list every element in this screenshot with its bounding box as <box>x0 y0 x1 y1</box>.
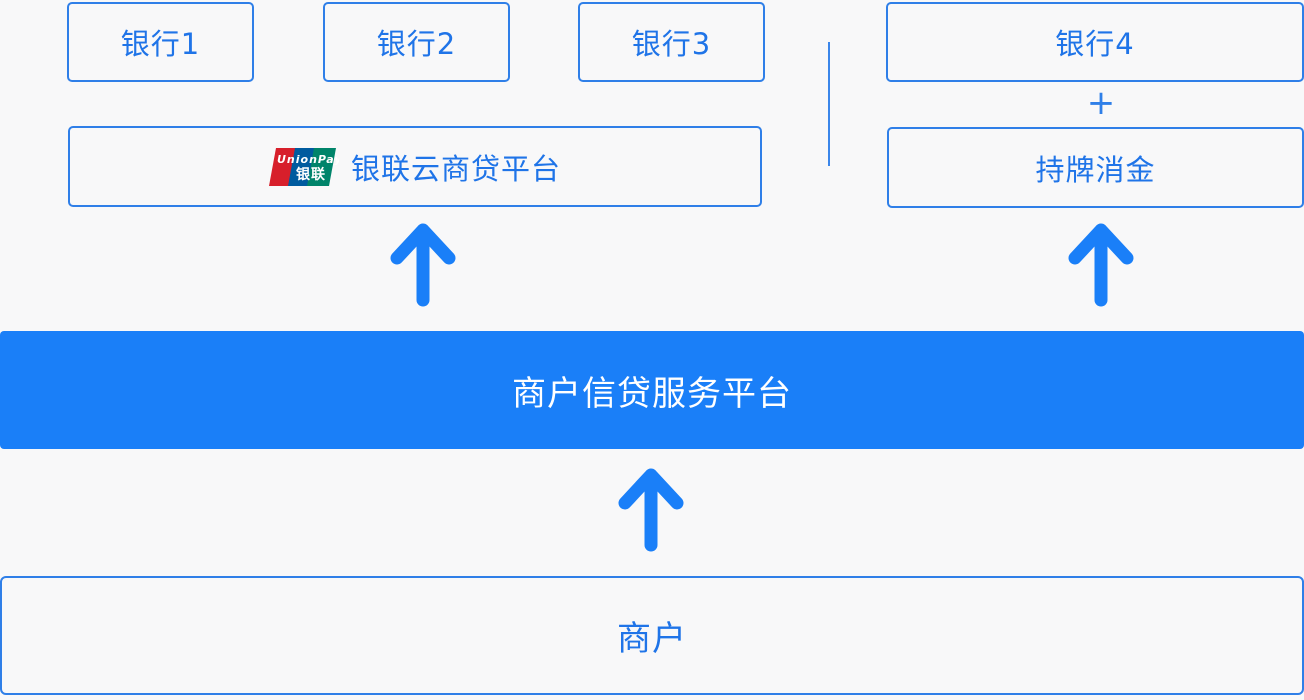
merchant-box: 商户 <box>0 576 1304 695</box>
unionpay-platform-content: UnionPay 银联 银联云商贷平台 <box>268 146 561 188</box>
bank-3-box: 银行3 <box>578 2 765 82</box>
plus-connector: + <box>1086 83 1116 123</box>
bank-2-label: 银行2 <box>376 27 457 61</box>
bank-2-box: 银行2 <box>323 2 510 82</box>
unionpay-logo-text-en: UnionPay <box>277 153 339 166</box>
up-arrow-icon <box>1068 223 1134 307</box>
bank-4-box: 银行4 <box>886 2 1304 82</box>
bank-1-box: 银行1 <box>67 2 254 82</box>
unionpay-logo-icon: UnionPay 银联 <box>268 147 339 186</box>
bank-3-label: 银行3 <box>631 27 712 61</box>
merchant-credit-service-platform-label: 商户信贷服务平台 <box>512 373 792 414</box>
unionpay-logo-text-cn: 银联 <box>296 166 326 183</box>
vertical-divider <box>828 42 830 166</box>
unionpay-platform-label: 银联云商贷平台 <box>350 151 561 186</box>
up-arrow-icon <box>390 223 456 307</box>
bank-1-label: 银行1 <box>120 27 201 61</box>
bank-4-label: 银行4 <box>1055 27 1135 61</box>
unionpay-platform-box: UnionPay 银联 银联云商贷平台 <box>68 126 762 207</box>
up-arrow-icon <box>618 468 684 552</box>
licensed-consumer-finance-box: 持牌消金 <box>887 127 1304 208</box>
merchant-label: 商户 <box>617 619 687 659</box>
licensed-consumer-finance-label: 持牌消金 <box>1035 152 1156 187</box>
merchant-credit-service-platform: 商户信贷服务平台 <box>0 331 1304 449</box>
